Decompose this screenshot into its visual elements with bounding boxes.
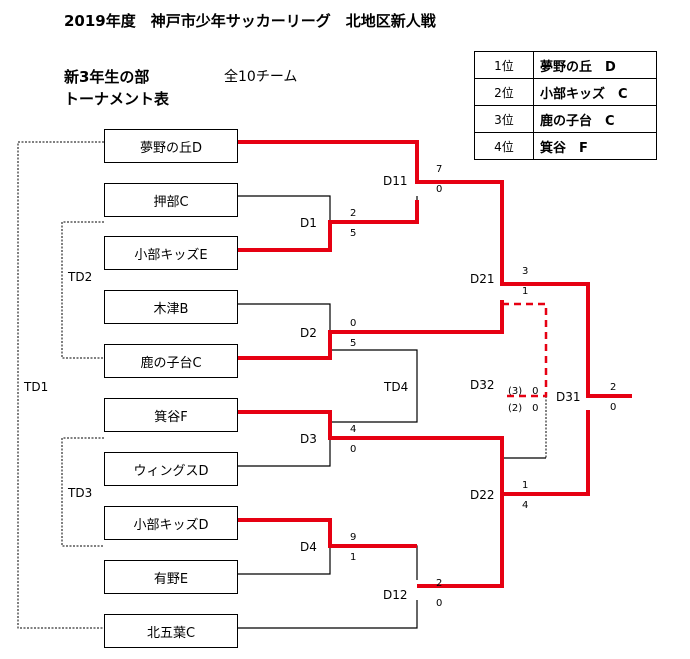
td-label: TD2 — [68, 270, 93, 284]
team-box: 箕谷F — [104, 398, 238, 432]
ranking-team: 箕谷 F — [533, 132, 657, 160]
ranking-place: 3位 — [474, 105, 534, 133]
bracket-line — [238, 546, 331, 575]
td-label: TD3 — [68, 486, 93, 500]
winner-line — [238, 300, 504, 360]
td3-line — [61, 437, 104, 547]
winner-line — [238, 200, 419, 252]
winner-lines — [238, 140, 632, 588]
match-score: 7 — [436, 164, 443, 175]
match-label: D11 — [383, 174, 408, 188]
match-score: 0 — [436, 598, 443, 609]
team-box: 押部C — [104, 183, 238, 217]
match-score: 9 — [350, 532, 357, 543]
ranking-place: 4位 — [474, 132, 534, 160]
team-box: 北五葉C — [104, 614, 238, 648]
team-box: 小部キッズE — [104, 236, 238, 270]
td-label: TD4 — [384, 380, 409, 394]
match-score: (2) 0 — [508, 403, 539, 414]
bracket-line — [330, 349, 418, 423]
division-name: 新3年生の部 — [64, 68, 150, 86]
team-box: ウィングスD — [104, 452, 238, 486]
match-label: D22 — [470, 488, 495, 502]
match-label: D1 — [300, 216, 317, 230]
match-score: 2 — [350, 208, 357, 219]
td2-line — [61, 221, 104, 359]
winner-line — [238, 140, 632, 398]
ranking-place: 1位 — [474, 51, 534, 79]
match-score: 0 — [350, 318, 357, 329]
match-score: 2 — [436, 578, 443, 589]
ranking-team: 小部キッズ C — [533, 78, 657, 106]
bracket-line — [330, 545, 418, 580]
team-count: 全10チーム — [224, 69, 298, 85]
team-box: 木津B — [104, 290, 238, 324]
ranking-table: 1位 夢野の丘 D 2位 小部キッズ C 3位 鹿の子台 C 4位 箕谷 F — [474, 51, 657, 160]
third-place-line — [502, 302, 548, 398]
match-label: D31 — [556, 390, 581, 404]
winner-line — [417, 494, 504, 588]
bracket-line — [238, 600, 418, 629]
match-score: 0 — [610, 402, 617, 413]
ranking-row: 2位 小部キッズ C — [474, 78, 657, 106]
td-label: TD1 — [24, 380, 49, 394]
match-score: 2 — [610, 382, 617, 393]
match-score: 1 — [522, 480, 529, 491]
match-score: 4 — [522, 500, 529, 511]
match-label: D2 — [300, 326, 317, 340]
match-score: 0 — [436, 184, 443, 195]
bracket-line — [238, 303, 331, 332]
match-score: 3 — [522, 266, 529, 277]
match-label: D4 — [300, 540, 317, 554]
table-name: トーナメント表 — [64, 90, 170, 108]
team-box: 有野E — [104, 560, 238, 594]
match-score: (3) 0 — [508, 386, 539, 397]
ranking-team: 鹿の子台 C — [533, 105, 657, 133]
match-score: 4 — [350, 424, 357, 435]
match-label: D3 — [300, 432, 317, 446]
match-score: 5 — [350, 338, 357, 349]
td1-line — [17, 141, 104, 629]
td-lines — [17, 141, 547, 629]
ranking-row: 3位 鹿の子台 C — [474, 105, 657, 133]
match-label: D21 — [470, 272, 495, 286]
winner-line — [238, 518, 417, 548]
match-score: 5 — [350, 228, 357, 239]
team-box: 鹿の子台C — [104, 344, 238, 378]
ranking-place: 2位 — [474, 78, 534, 106]
bracket-line — [238, 438, 331, 467]
third-place-dash — [502, 302, 548, 398]
match-score: 1 — [522, 286, 529, 297]
match-label: D32 — [470, 378, 495, 392]
match-score: 0 — [350, 444, 357, 455]
team-box: 夢野の丘D — [104, 129, 238, 163]
match-score: 1 — [350, 552, 357, 563]
match-label: D12 — [383, 588, 408, 602]
team-box: 小部キッズD — [104, 506, 238, 540]
ranking-row: 4位 箕谷 F — [474, 132, 657, 160]
page-title: 2019年度 神戸市少年サッカーリーグ 北地区新人戦 — [64, 12, 436, 30]
winner-line — [238, 410, 590, 496]
